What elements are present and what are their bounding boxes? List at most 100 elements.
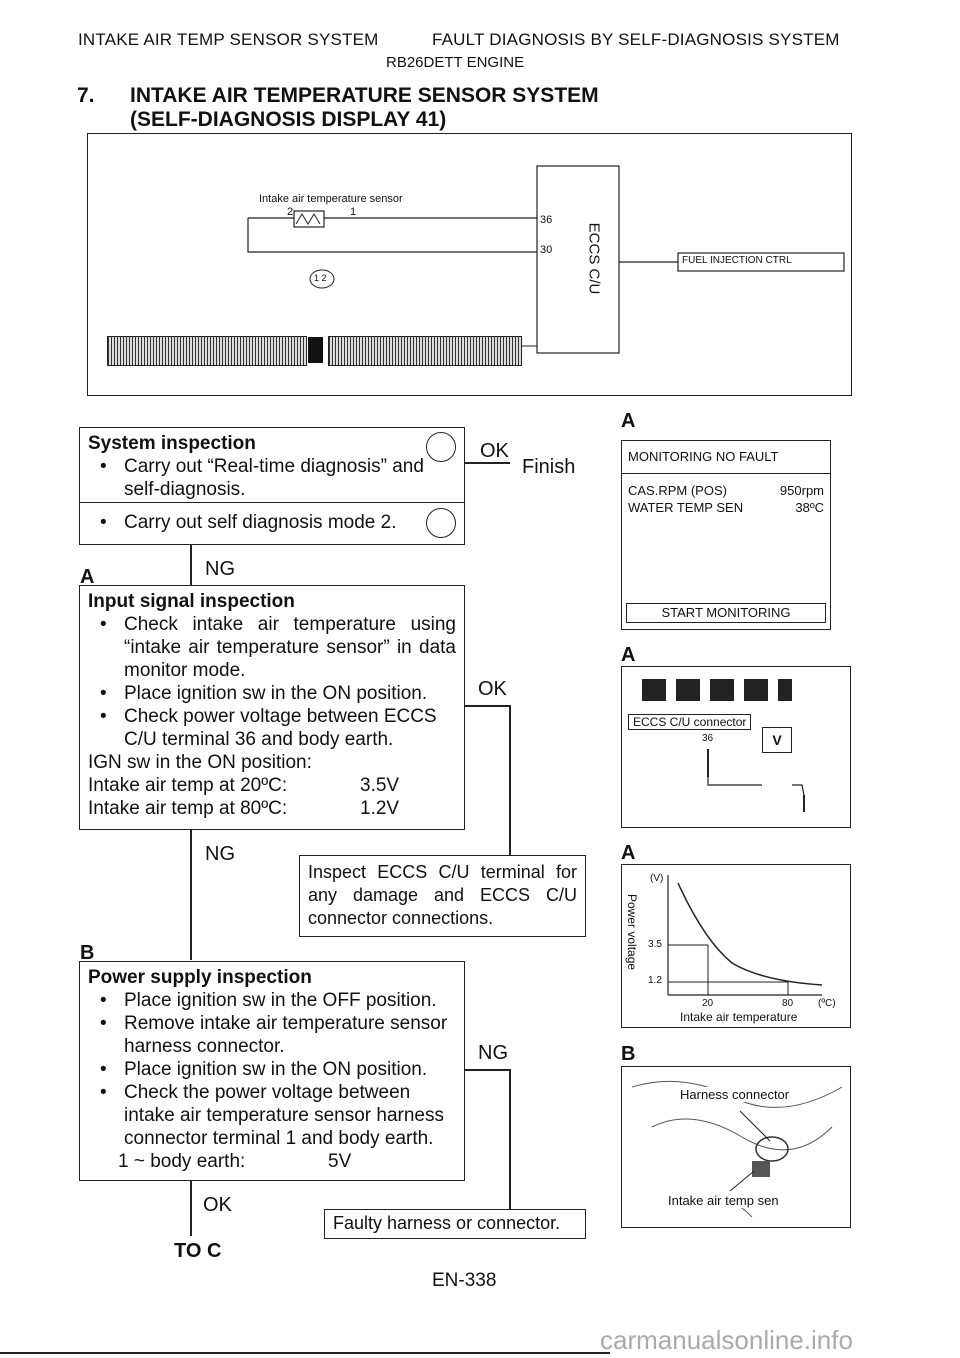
divider bbox=[80, 502, 464, 504]
power-row-label: 1 ~ body earth: bbox=[118, 1151, 246, 1172]
graph-label: A bbox=[621, 842, 636, 864]
section-title-1: INTAKE AIR TEMPERATURE SENSOR SYSTEM bbox=[130, 84, 599, 107]
footer-rule bbox=[0, 1352, 610, 1354]
faulty-harness-box: Faulty harness or connector. bbox=[324, 1209, 586, 1239]
input-signal-box: Input signal inspection Check intake air… bbox=[79, 585, 465, 830]
ok-label-1: OK bbox=[480, 440, 509, 462]
power-title: Power supply inspection bbox=[88, 967, 312, 988]
monitor-row1-value: 950rpm bbox=[779, 483, 824, 498]
harness-connector-label: Harness connector bbox=[680, 1087, 790, 1102]
header-right: FAULT DIAGNOSIS BY SELF-DIAGNOSIS SYSTEM bbox=[432, 30, 840, 49]
page-number: EN-338 bbox=[432, 1270, 497, 1291]
ok-label-3: OK bbox=[203, 1194, 232, 1216]
graph-x2: 80 bbox=[782, 998, 794, 1009]
section-title-2: (SELF-DIAGNOSIS DISPLAY 41) bbox=[130, 108, 447, 131]
fuel-injection-ctrl-label: FUEL INJECTION CTRL bbox=[682, 255, 792, 266]
ok-line-2-v bbox=[509, 705, 511, 855]
input-item-3: Check power voltage between ECCS C/U ter… bbox=[88, 705, 456, 751]
system-item-1: Carry out “Real-time diagnosis” and self… bbox=[88, 455, 456, 501]
ok-line-3 bbox=[190, 1181, 192, 1236]
graph-x-label: Intake air temperature bbox=[680, 1010, 798, 1024]
divider bbox=[622, 473, 830, 474]
meter-connector-label: ECCS C/U connector bbox=[628, 714, 752, 730]
pin-1-label: 1 bbox=[350, 206, 357, 218]
ng-line-1 bbox=[190, 545, 192, 585]
label-b: B bbox=[80, 942, 95, 964]
graph-x1: 20 bbox=[702, 998, 714, 1009]
monitor-label: A bbox=[621, 410, 636, 432]
eccs-cu-label: ECCS C/U bbox=[585, 222, 603, 295]
terminal-30: 30 bbox=[540, 244, 553, 256]
eccs-connector-right bbox=[328, 336, 522, 366]
system-item-2: Carry out self diagnosis mode 2. bbox=[88, 511, 456, 534]
input-row-1: Intake air temp at 20ºC: 3.5V bbox=[88, 774, 456, 797]
graph-y2: 1.2 bbox=[648, 975, 662, 986]
system-inspection-box: System inspection Carry out “Real-time d… bbox=[79, 427, 465, 545]
sensor-connector-pins: 1 2 bbox=[314, 273, 327, 283]
section-number: 7. bbox=[77, 84, 95, 107]
ng-line-2 bbox=[190, 830, 192, 960]
no-consult-icon bbox=[426, 508, 456, 538]
graph-plot bbox=[667, 875, 823, 996]
pin-2-label: 2 bbox=[287, 206, 294, 218]
monitor-title: MONITORING NO FAULT bbox=[628, 449, 779, 464]
ng-line-3-v bbox=[509, 1069, 511, 1209]
wiring-diagram: Intake air temperature sensor 2 1 36 30 … bbox=[87, 133, 852, 396]
connector-key bbox=[308, 337, 323, 363]
tool-icons bbox=[642, 679, 792, 701]
inspect-eccs-box: Inspect ECCS C/U terminal for any damage… bbox=[299, 855, 586, 937]
ng-line-3 bbox=[465, 1069, 510, 1071]
meter-probe-lines bbox=[707, 749, 805, 812]
power-item-1: Place ignition sw in the OFF position. bbox=[88, 989, 456, 1012]
power-item-4: Check the power voltage between intake a… bbox=[88, 1081, 456, 1150]
finish-label: Finish bbox=[522, 456, 576, 478]
power-item-3: Place ignition sw in the ON position. bbox=[88, 1058, 456, 1081]
input-row-2: Intake air temp at 80ºC: 1.2V bbox=[88, 797, 456, 820]
power-row: 1 ~ body earth: 5V bbox=[88, 1150, 456, 1173]
input-item-1: Check intake air temperature using “inta… bbox=[88, 613, 456, 682]
ok-line-2 bbox=[465, 705, 510, 707]
monitor-row2-name: WATER TEMP SEN bbox=[628, 500, 744, 515]
ok-label-2: OK bbox=[478, 678, 507, 700]
ok-line bbox=[465, 462, 510, 464]
voltage-graph: (V) Power voltage 3.5 1.2 20 80 (ºC) Int… bbox=[621, 864, 851, 1028]
graph-x-unit: (ºC) bbox=[818, 998, 836, 1009]
row1-value: 3.5V bbox=[360, 775, 400, 796]
monitor-row2-value: 38ºC bbox=[795, 500, 824, 515]
graph-y1: 3.5 bbox=[648, 939, 662, 950]
consult-icon bbox=[426, 432, 456, 462]
row2-value: 1.2V bbox=[360, 798, 400, 819]
monitor-screen: MONITORING NO FAULT CAS.RPM (POS)950rpm … bbox=[621, 440, 831, 630]
system-inspection-title: System inspection bbox=[88, 433, 256, 454]
meter-terminal: 36 bbox=[702, 733, 714, 744]
row1-label: Intake air temp at 20ºC: bbox=[88, 775, 288, 796]
start-monitoring-button[interactable]: START MONITORING bbox=[626, 603, 826, 623]
voltmeter-icon: V bbox=[762, 727, 792, 753]
ng-label-3: NG bbox=[478, 1042, 508, 1064]
ng-label-1: NG bbox=[205, 558, 235, 580]
monitor-row-1: CAS.RPM (POS) 950rpm bbox=[628, 483, 824, 498]
input-title: Input signal inspection bbox=[88, 591, 295, 612]
header-engine: RB26DETT ENGINE bbox=[386, 54, 525, 71]
intake-air-temp-sen-label: Intake air temp sen bbox=[668, 1193, 779, 1208]
row2-label: Intake air temp at 80ºC: bbox=[88, 798, 288, 819]
engine-photo: Harness connector Intake air temp sen bbox=[621, 1066, 851, 1228]
power-row-value: 5V bbox=[328, 1151, 352, 1172]
sensor-label: Intake air temperature sensor bbox=[259, 193, 403, 205]
graph-y-unit: (V) bbox=[650, 873, 664, 884]
wiring-lines bbox=[247, 165, 845, 354]
meter-label: A bbox=[621, 644, 636, 666]
terminal-36: 36 bbox=[540, 214, 553, 226]
power-item-2: Remove intake air temperature sensor har… bbox=[88, 1012, 456, 1058]
ng-label-2: NG bbox=[205, 843, 235, 865]
monitor-row1-name: CAS.RPM (POS) bbox=[628, 483, 727, 498]
monitor-row-2: WATER TEMP SEN 38ºC bbox=[628, 500, 824, 515]
ign-label: IGN sw in the ON position: bbox=[88, 752, 312, 773]
photo-label: B bbox=[621, 1043, 636, 1065]
to-c-label: TO C bbox=[174, 1240, 222, 1262]
meter-diagram: ECCS C/U connector 36 V bbox=[621, 666, 851, 828]
eccs-connector-left bbox=[107, 336, 307, 366]
power-supply-box: Power supply inspection Place ignition s… bbox=[79, 961, 465, 1181]
input-item-2: Place ignition sw in the ON position. bbox=[88, 682, 456, 705]
header-left: INTAKE AIR TEMP SENSOR SYSTEM bbox=[78, 30, 379, 49]
